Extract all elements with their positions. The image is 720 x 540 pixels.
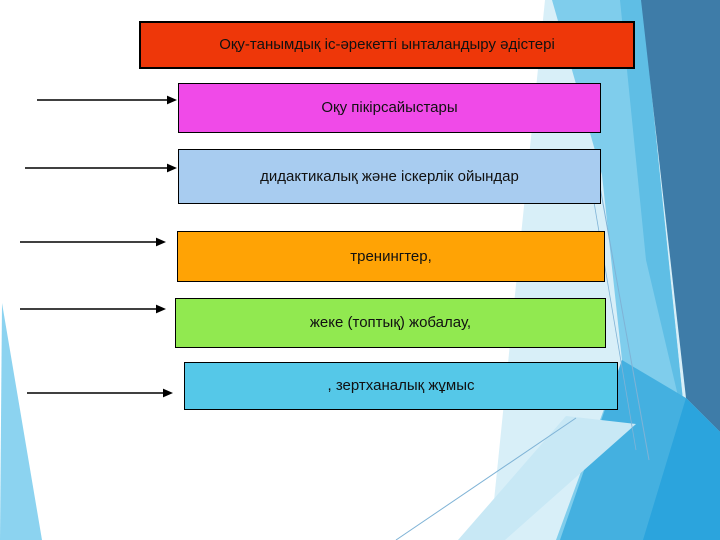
method-box-trainings: тренингтер, bbox=[177, 231, 605, 282]
method-box-lab-work: , зертханалық жұмыс bbox=[184, 362, 618, 410]
method-label: , зертханалық жұмыс bbox=[327, 377, 475, 395]
method-label: тренингтер, bbox=[350, 247, 432, 265]
arrow-head-icon bbox=[167, 163, 177, 173]
arrow-connector-2 bbox=[25, 163, 177, 173]
method-box-debates: Оқу пікірсайыстары bbox=[178, 83, 601, 133]
method-label: жеке (топтық) жобалау, bbox=[309, 314, 472, 332]
arrow-head-icon bbox=[167, 95, 177, 105]
arrow-connector-1 bbox=[37, 95, 177, 105]
facet-steel-triangle bbox=[641, 0, 720, 432]
facet-deep-sky-band bbox=[620, 0, 686, 430]
method-box-projects: жеке (топтық) жобалау, bbox=[175, 298, 606, 348]
method-box-didactic-games: дидактикалық және іскерлік ойындар bbox=[178, 149, 601, 204]
method-label: дидактикалық және іскерлік ойындар bbox=[260, 167, 519, 185]
facet-hairline-1 bbox=[596, 169, 650, 461]
arrow-connector-4 bbox=[20, 304, 166, 314]
facet-corner-triangle bbox=[0, 303, 42, 540]
facet-hairline-3 bbox=[395, 417, 577, 540]
arrow-connector-3 bbox=[20, 237, 166, 247]
title-box: Оқу-танымдық іс-әрекетті ынталандыру әді… bbox=[139, 21, 635, 69]
facet-pale-bottom-wedge bbox=[458, 416, 636, 540]
arrow-connector-5 bbox=[27, 388, 173, 398]
arrow-head-icon bbox=[156, 304, 166, 314]
arrow-head-icon bbox=[156, 237, 166, 247]
method-label: Оқу пікірсайыстары bbox=[321, 99, 458, 117]
title-label: Оқу-танымдық іс-әрекетті ынталандыру әді… bbox=[219, 36, 555, 54]
facet-bright-triangle bbox=[643, 398, 720, 540]
facet-hairline-2 bbox=[585, 154, 637, 451]
arrow-head-icon bbox=[163, 388, 173, 398]
